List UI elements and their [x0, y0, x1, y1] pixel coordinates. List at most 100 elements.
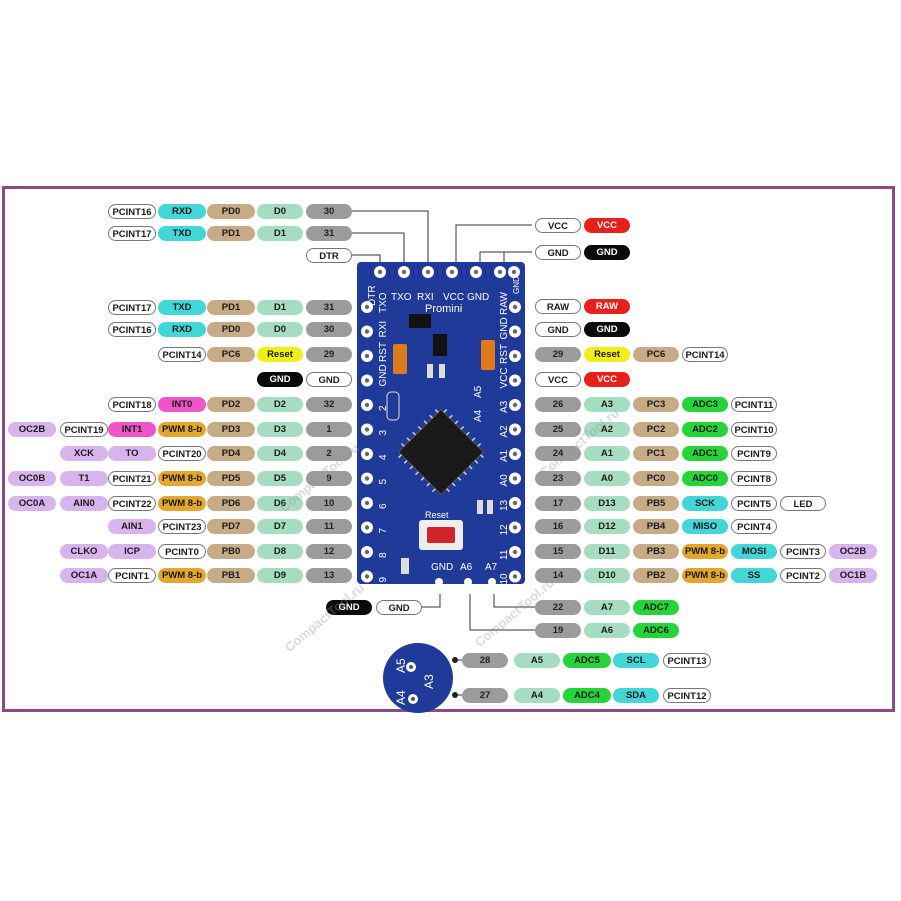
pin-label-r15-0: 22 — [535, 600, 581, 615]
pin-label-r5-2: PC6 — [633, 347, 679, 362]
pin-label-l10-6: 9 — [306, 471, 352, 486]
pin-label-r14-0: 14 — [535, 568, 581, 583]
pin-label-r9-0: 24 — [535, 446, 581, 461]
pin-label-r16-1: A6 — [584, 623, 630, 638]
board-right-pin-3: VCC — [499, 367, 510, 388]
svg-text:A3: A3 — [422, 674, 436, 689]
pin-label-r12-0: 16 — [535, 519, 581, 534]
pin-label-l13-1: ICP — [108, 544, 156, 559]
board-top-pin-0: DTR — [367, 285, 378, 306]
pin-label-l6-0: GND — [257, 372, 303, 387]
board-right-pin-0: RAW — [499, 291, 510, 315]
pin-label-r6-1: VCC — [584, 372, 630, 387]
pin-label-l12-0: AIN1 — [108, 519, 156, 534]
board-right-pin-7: A0 — [499, 474, 510, 487]
pin-label-r9-1: A1 — [584, 446, 630, 461]
pin-label-r4-0: GND — [535, 322, 581, 337]
pin-label-l1-3: D0 — [257, 204, 303, 219]
board-inner-a5: A5 — [473, 385, 484, 398]
pin-label-r6-0: VCC — [535, 372, 581, 387]
pin-label-r11-4: PCINT5 — [731, 496, 777, 511]
pin-label-l4-2: PD0 — [207, 322, 255, 337]
pin-label-l9-2: PCINT20 — [158, 446, 206, 461]
pin-label-r11-1: D13 — [584, 496, 630, 511]
pin-label-l10-4: PD5 — [207, 471, 255, 486]
pin-label-l14-0: OC1A — [60, 568, 108, 583]
pin-label-r13-1: D11 — [584, 544, 630, 559]
pin-label-l9-3: PD4 — [207, 446, 255, 461]
pin-label-l10-5: D5 — [257, 471, 303, 486]
pin-label-l4-0: PCINT16 — [108, 322, 156, 337]
board-right-pin-8: 13 — [499, 499, 510, 511]
pin-label-r18-4: PCINT12 — [663, 688, 711, 703]
pin-label-l3-0: PCINT17 — [108, 300, 156, 315]
board-right-pin-2: RST — [499, 344, 510, 364]
pin-label-l7-2: PD2 — [207, 397, 255, 412]
pin-label-l8-1: PCINT19 — [60, 422, 108, 437]
pin-label-l3-2: PD1 — [207, 300, 255, 315]
pin-label-l14-1: PCINT1 — [108, 568, 156, 583]
pin-label-r11-0: 17 — [535, 496, 581, 511]
pin-label-l5-3: 29 — [306, 347, 352, 362]
pin-label-r8-4: PCINT10 — [731, 422, 777, 437]
pin-label-l9-1: TO — [108, 446, 156, 461]
pin-label-r13-3: PWM 8-b — [682, 544, 728, 559]
board-left-pin-10: 8 — [378, 552, 389, 558]
pin-label-r3-1: RAW — [584, 299, 630, 314]
svg-text:A5: A5 — [394, 658, 408, 673]
board-left-pin-2: RST — [378, 342, 389, 362]
pin-label-r13-5: PCINT3 — [780, 544, 826, 559]
board-left-pin-6: 4 — [378, 454, 389, 460]
pin-label-l3-3: D1 — [257, 300, 303, 315]
pin-label-r15-1: A7 — [584, 600, 630, 615]
pin-label-l4-1: RXD — [158, 322, 206, 337]
pin-label-l14-2: PWM 8-b — [158, 568, 206, 583]
board-left-pin-0: TXO — [378, 292, 389, 313]
pin-label-l2-0: PCINT17 — [108, 226, 156, 241]
pin-label-r10-4: PCINT8 — [731, 471, 777, 486]
pin-label-r14-2: PB2 — [633, 568, 679, 583]
pin-label-r7-0: 26 — [535, 397, 581, 412]
board-bottom-pin-1: A6 — [460, 562, 473, 573]
pin-label-r7-3: ADC3 — [682, 397, 728, 412]
board-top-pin-3: VCC — [443, 292, 464, 303]
board-left-pin-5: 3 — [378, 430, 389, 436]
pin-label-l11-4: PD6 — [207, 496, 255, 511]
pin-label-l10-1: T1 — [60, 471, 108, 486]
pin-label-l1-4: 30 — [306, 204, 352, 219]
pin-label-l11-5: D6 — [257, 496, 303, 511]
pin-label-l9-0: XCK — [60, 446, 108, 461]
pin-label-l1-0: PCINT16 — [108, 204, 156, 219]
board-right-pin-4: A3 — [499, 400, 510, 413]
pin-label-l6-1: GND — [306, 372, 352, 387]
pin-label-r18-3: SDA — [613, 688, 659, 703]
pin-label-l7-0: PCINT18 — [108, 397, 156, 412]
pin-label-r10-3: ADC0 — [682, 471, 728, 486]
pin-label-r5-3: PCINT14 — [682, 347, 728, 362]
pin-label-l1-1: RXD — [158, 204, 206, 219]
pin-label-r5-0: 29 — [535, 347, 581, 362]
board-bottom-pin-2: A7 — [485, 562, 498, 573]
pin-label-r16-0: 19 — [535, 623, 581, 638]
pin-label-r1-1: VCC — [584, 218, 630, 233]
pin-label-l2-1: TXD — [158, 226, 206, 241]
pin-label-l13-3: PB0 — [207, 544, 255, 559]
pin-label-l8-0: OC2B — [8, 422, 56, 437]
pin-label-r1-0: VCC — [535, 218, 581, 233]
pin-label-l13-0: CLKO — [60, 544, 108, 559]
pin-label-r18-1: A4 — [514, 688, 560, 703]
pin-label-r3-0: RAW — [535, 299, 581, 314]
board-left-pin-11: 9 — [378, 577, 389, 583]
pin-label-gnd-bottom-1: GND — [376, 600, 422, 615]
pin-label-r10-1: A0 — [584, 471, 630, 486]
board-left-pin-9: 7 — [378, 528, 389, 534]
pin-label-l10-0: OC0B — [8, 471, 56, 486]
board-left-pin-3: GND — [378, 364, 389, 386]
pin-label-r2-0: GND — [535, 245, 581, 260]
pin-label-r9-2: PC1 — [633, 446, 679, 461]
pin-label-l4-4: 30 — [306, 322, 352, 337]
pin-label-r14-5: PCINT2 — [780, 568, 826, 583]
pin-label-r17-1: A5 — [514, 653, 560, 668]
pin-label-l14-5: 13 — [306, 568, 352, 583]
